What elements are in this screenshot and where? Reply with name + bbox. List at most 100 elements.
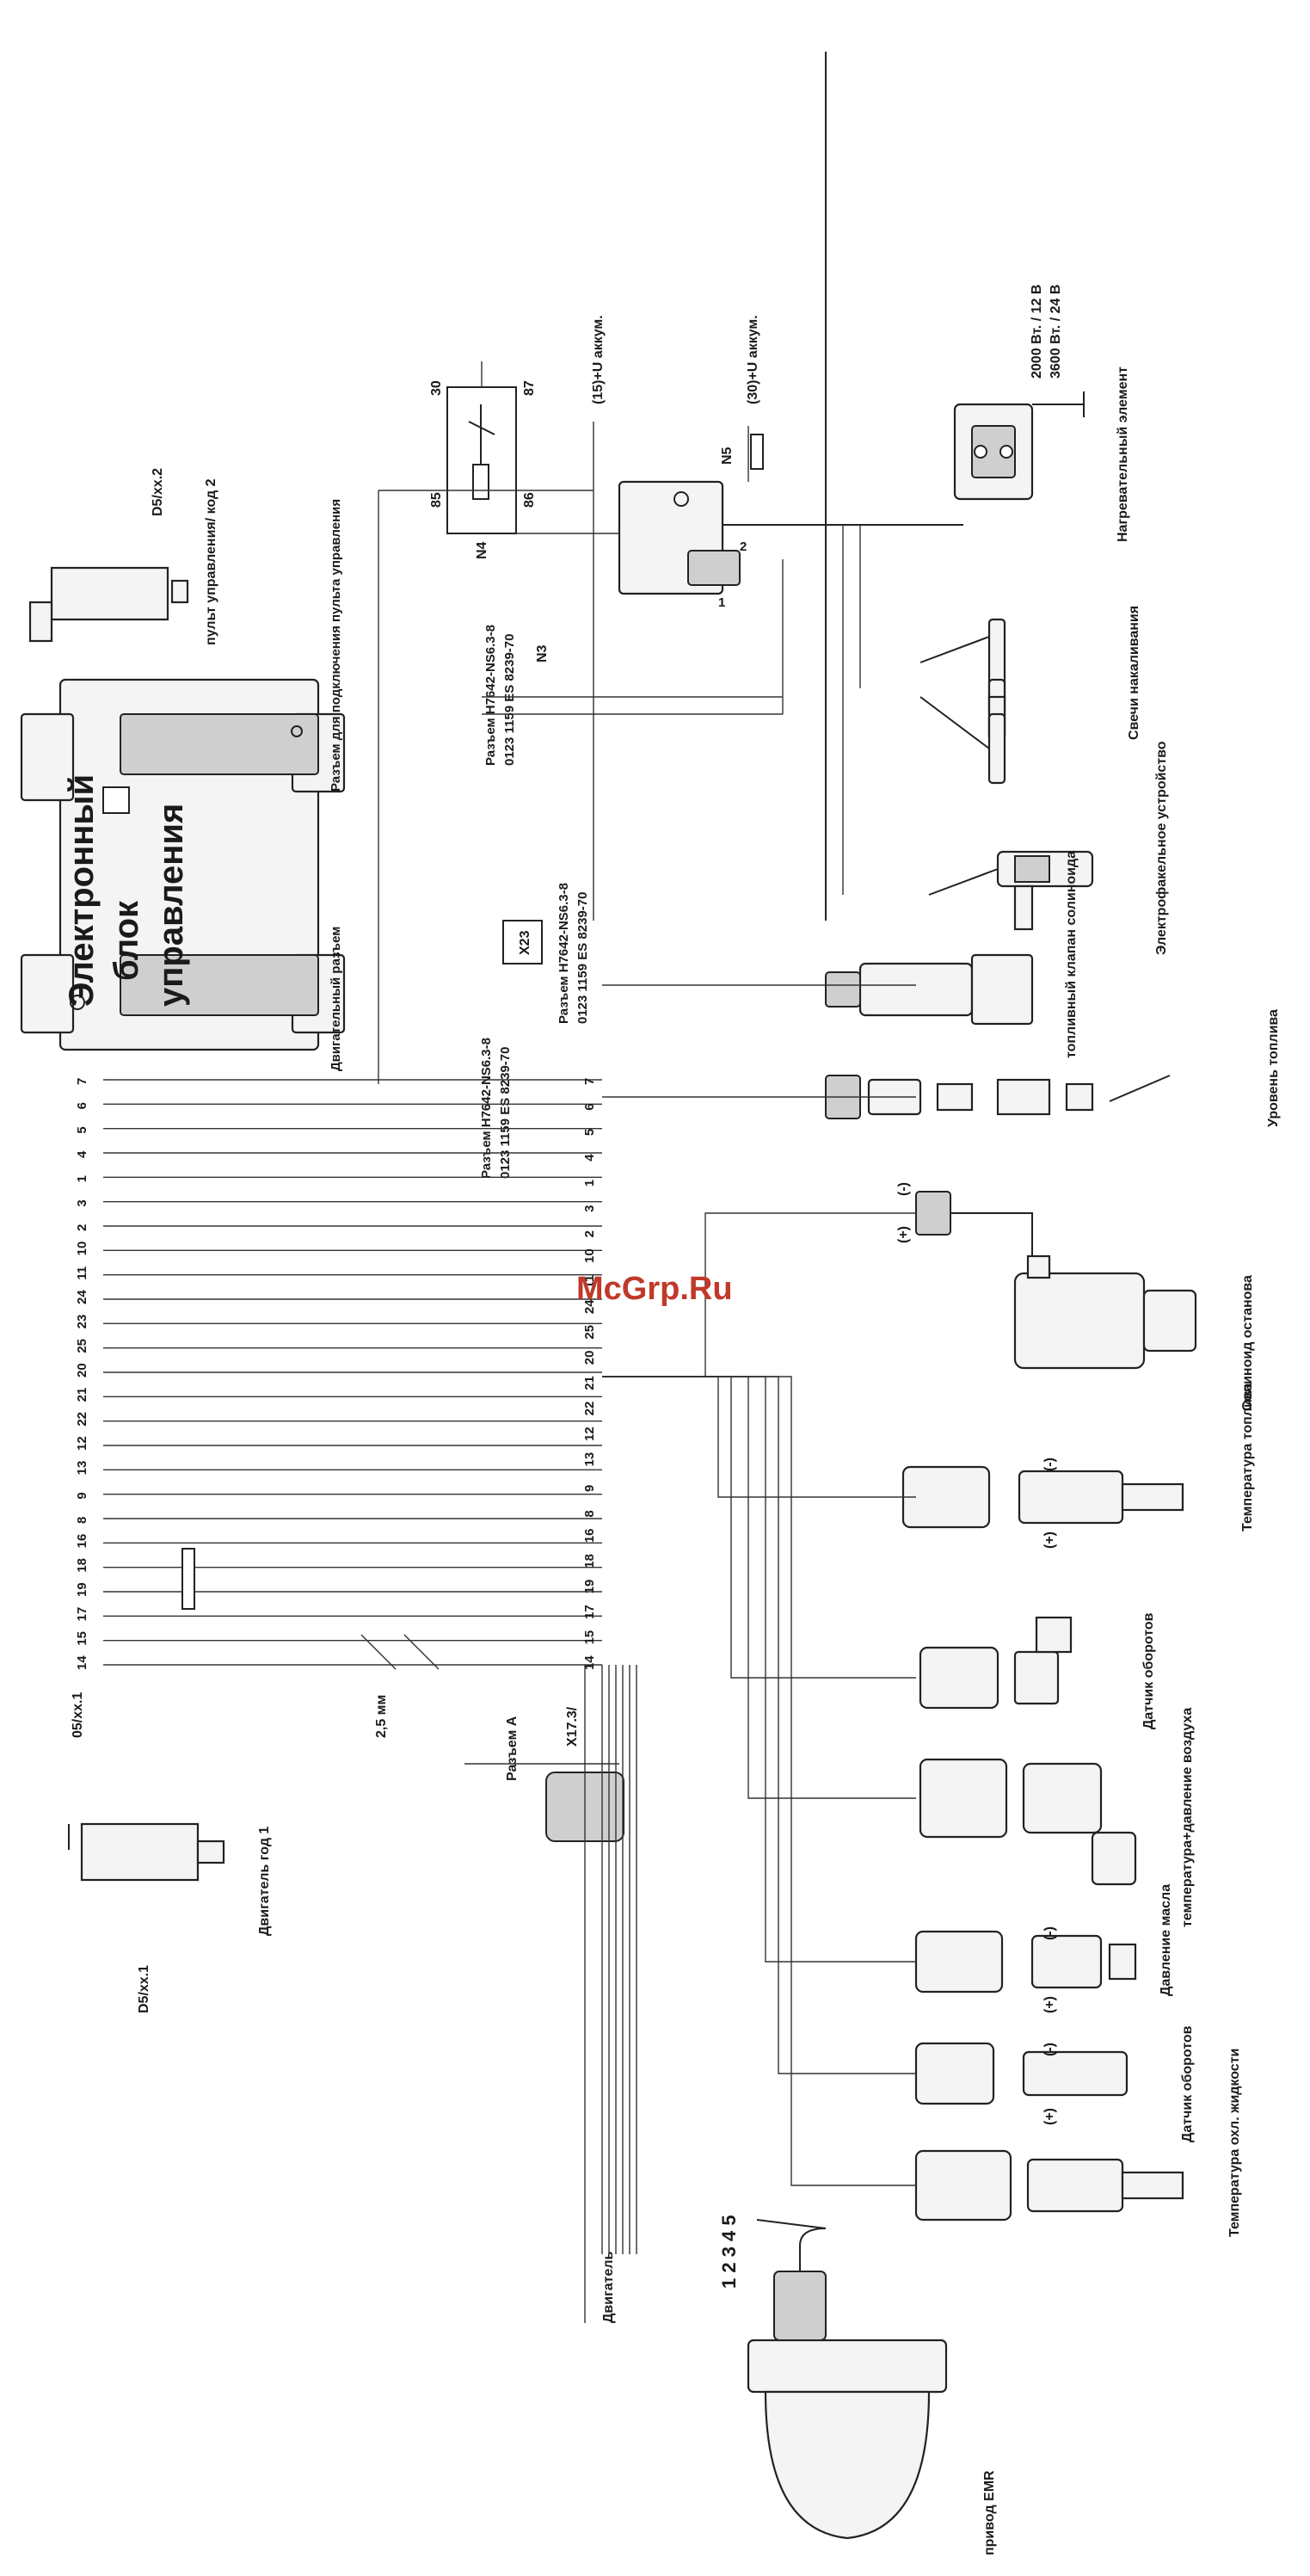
pin-label-right: 22 [582,1402,597,1416]
pin-label-right: 25 [582,1325,597,1340]
pin-label-right: 17 [582,1605,597,1619]
fuel-solenoid-valve [825,953,1034,1026]
pin-label-left: 8 [75,1517,89,1524]
pin-label-left: 2 [75,1224,89,1231]
pin-label-left: 18 [75,1558,89,1573]
pin-label-left: 3 [75,1199,89,1206]
label-d5xx1: D5/xx.1 [137,1965,151,2013]
pin-label-left: 10 [75,1242,89,1256]
fuel-temp-minus: (-) [1042,1457,1057,1471]
wire-air-temp [602,1376,916,1799]
speed2-minus: (-) [1042,2043,1057,2056]
pin-label-right: 7 [582,1078,597,1085]
speed-sensor-1 [919,1616,1073,1710]
label-power-12v: 2000 Вт. / 12 В [1030,285,1044,379]
conn-h2-line2: 0123 1159 ES 8239-70 [502,634,517,766]
pin-label-left: 23 [75,1315,89,1329]
pin-label-left: 13 [75,1461,89,1476]
flame-start-device [928,850,1094,931]
relay-pin-85: 85 [429,492,444,508]
pin-label-left: 21 [75,1388,89,1402]
oil-pressure-sensor [914,1930,1137,1994]
pin-label-right: 21 [582,1376,597,1390]
ecu-connector-remote [120,713,319,775]
relay-label-n4: N4 [475,541,489,559]
pin-label-right: 1 [582,1180,597,1186]
label-engine-code1: Двигатель год 1 [257,1827,272,1936]
label-stop-solenoid: Солиноид останова [1240,1275,1255,1411]
label-remote-code2: пульт управления/ код 2 [204,478,218,645]
pin-label-left: 24 [75,1290,89,1304]
label-x17: X17.3/ [565,1706,580,1747]
wire-coolant-temp [602,1376,916,2186]
pin-label-right: 20 [582,1351,597,1365]
label-air-temp-pressure: температура+давление воздуха [1180,1708,1195,1927]
stop-solenoid [915,1191,1197,1370]
label-u15: (15)+U аккум. [591,315,606,404]
conn-h3-line1: Разъем H7642-NS6.3-8 [557,883,571,1024]
label-engine-connector: Двигательный разъем [329,927,343,1071]
oil-press-minus: (-) [1042,1926,1057,1940]
stop-solenoid-plus: (+) [896,1226,911,1243]
engine-code1-device [68,1822,225,1882]
ecu-connector-engine [120,954,319,1016]
label-remote-connector: Разъем для подключения пульта управления [329,499,343,792]
label-n3: N3 [535,644,550,662]
label-speed-sensor-1: Датчик оборотов [1141,1612,1156,1729]
label-heater: Нагревательный элемент [1116,367,1130,542]
conn-h2-line1: Разъем H7642-NS6.3-8 [483,625,498,766]
pin-label-right: 18 [582,1554,597,1568]
pin-label-left: 1 [75,1175,89,1182]
wire-size-mark [360,1634,397,1670]
oil-press-plus: (+) [1042,1996,1057,2013]
pin-label-left: 17 [75,1607,89,1622]
glow-plugs [919,618,1006,785]
pin-label-left: 4 [75,1150,89,1158]
n5-pin-1: 1 [718,595,725,610]
label-speed-sensor-2: Датчик оборотов [1180,2025,1195,2142]
n5-pin-2: 2 [740,539,747,554]
label-wire-size: 2,5 мм [374,1695,389,1738]
label-connector-a: Разъем А [505,1716,520,1781]
speed2-plus: (+) [1042,2108,1057,2125]
speed-sensor-2 [914,2042,1129,2105]
ecu-block [20,678,346,1051]
label-power-24v: 3600 Вт. / 24 В [1049,285,1063,379]
coolant-temp-sensor [914,2149,1184,2222]
pin-label-right: 24 [582,1299,597,1314]
pin-label-left: 19 [75,1582,89,1597]
harness-fuse [181,1548,195,1610]
label-fuel-valve: топливный клапан солиноида [1064,851,1079,1058]
ecu-title-line2: блок [108,900,145,981]
conn-h1-line1: Разъем H7642-NS6.3-8 [479,1038,494,1179]
label-glow-plugs: Свечи накаливания [1127,606,1141,740]
x23-box [502,920,543,964]
fuse-holder-n5 [618,434,764,595]
emr-pins: 1 2 3 4 5 [718,2215,740,2289]
pin-label-right: 11 [582,1275,597,1289]
pin-label-right: 3 [582,1205,597,1211]
relay-pin-86: 86 [522,492,537,508]
label-flame-device: Электрофакельное устройство [1154,741,1169,955]
pin-label-left: 20 [75,1363,89,1377]
pin-label-right: 14 [582,1655,597,1670]
emr-actuator [747,2219,948,2540]
wire-oil-pressure [602,1376,916,1963]
pin-label-left: 14 [75,1655,89,1670]
pin-label-left: 6 [75,1102,89,1109]
pin-label-right: 8 [582,1510,597,1517]
label-fuel-level: Уровень топлива [1266,1009,1281,1127]
watermark: McGrp.Ru [576,1271,733,1307]
pin-label-right: 13 [582,1452,597,1467]
pin-labels-left: 7654132101124232520212212139816181917151… [75,1078,89,1670]
pin-label-left: 22 [75,1412,89,1427]
relay-n4 [446,386,517,534]
air-temp-pressure-sensor [919,1758,1137,1886]
pin-label-left: 15 [75,1631,89,1646]
pin-label-left: 25 [75,1339,89,1353]
pin-label-right: 12 [582,1427,597,1441]
pin-label-right: 9 [582,1485,597,1492]
label-x23: X23 [518,930,532,955]
